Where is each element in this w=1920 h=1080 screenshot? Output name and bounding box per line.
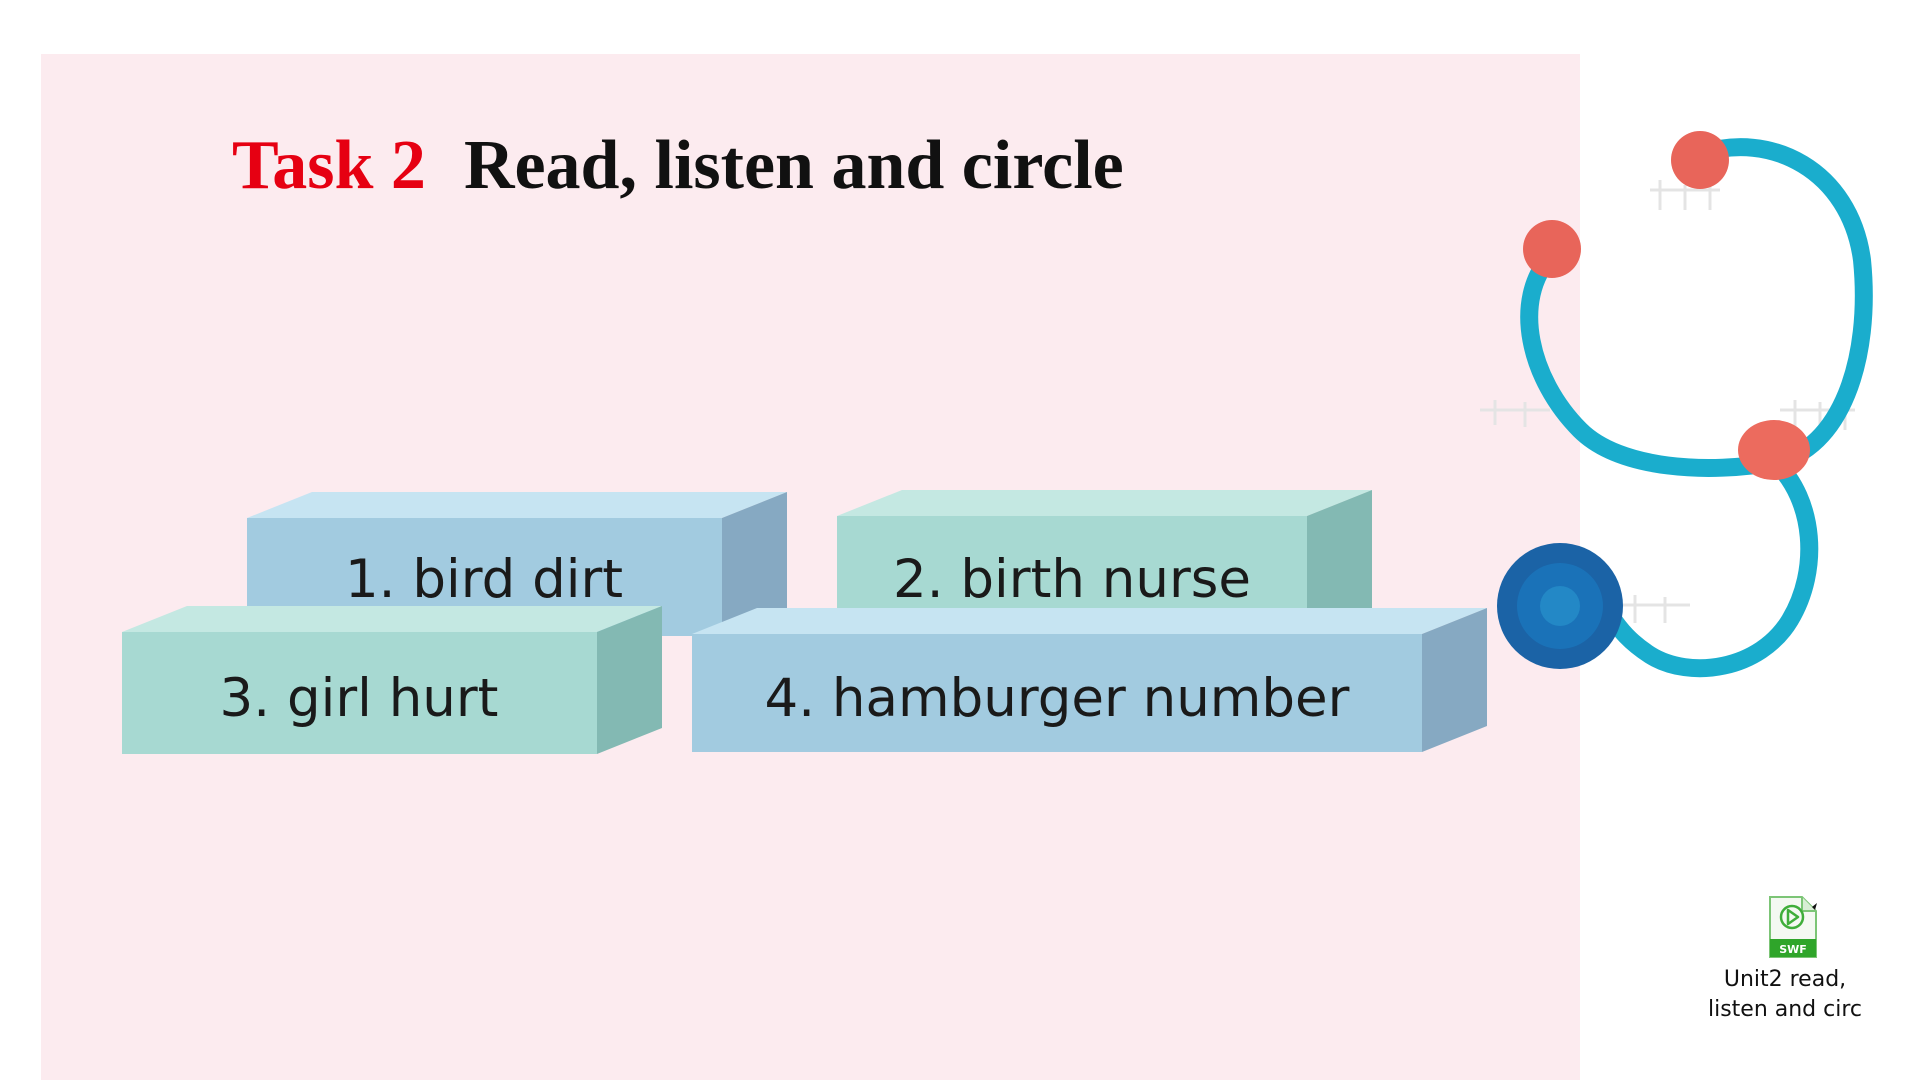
word-block-4[interactable]: 4. hamburger number	[692, 608, 1487, 752]
swf-caption-line-1: Unit2 read,	[1723, 967, 1847, 992]
word-block-1-label: 1. bird dirt	[345, 549, 623, 610]
word-block-3[interactable]: 3. girl hurt	[122, 606, 662, 754]
swf-file-icon: SWF	[1769, 896, 1817, 958]
word-block-4-label: 4. hamburger number	[765, 668, 1350, 729]
word-block-3-label: 3. girl hurt	[220, 668, 499, 729]
earpiece-right	[1671, 131, 1729, 189]
task-label: Task 2	[232, 127, 426, 204]
stethoscope-tube	[1520, 138, 1873, 477]
chestpiece-center	[1540, 586, 1580, 626]
stethoscope-illustration	[1480, 131, 1873, 678]
stethoscope-lower-tube	[1601, 453, 1819, 678]
swf-file-caption: Unit2 read, listen and circ	[1700, 965, 1870, 1025]
swf-media-file[interactable]: SWF Unit2 read, listen and circ	[1700, 895, 1870, 1025]
swf-badge: SWF	[1779, 943, 1807, 956]
page-title: Task 2 Read, listen and circle	[232, 122, 1124, 210]
word-block-2-label: 2. birth nurse	[893, 549, 1251, 610]
swf-caption-line-2: listen and circ	[1707, 997, 1863, 1022]
task-instruction: Read, listen and circle	[463, 127, 1124, 204]
faint-marks	[1480, 180, 1855, 623]
tube-joint	[1738, 420, 1810, 480]
earpiece-left	[1523, 220, 1581, 278]
